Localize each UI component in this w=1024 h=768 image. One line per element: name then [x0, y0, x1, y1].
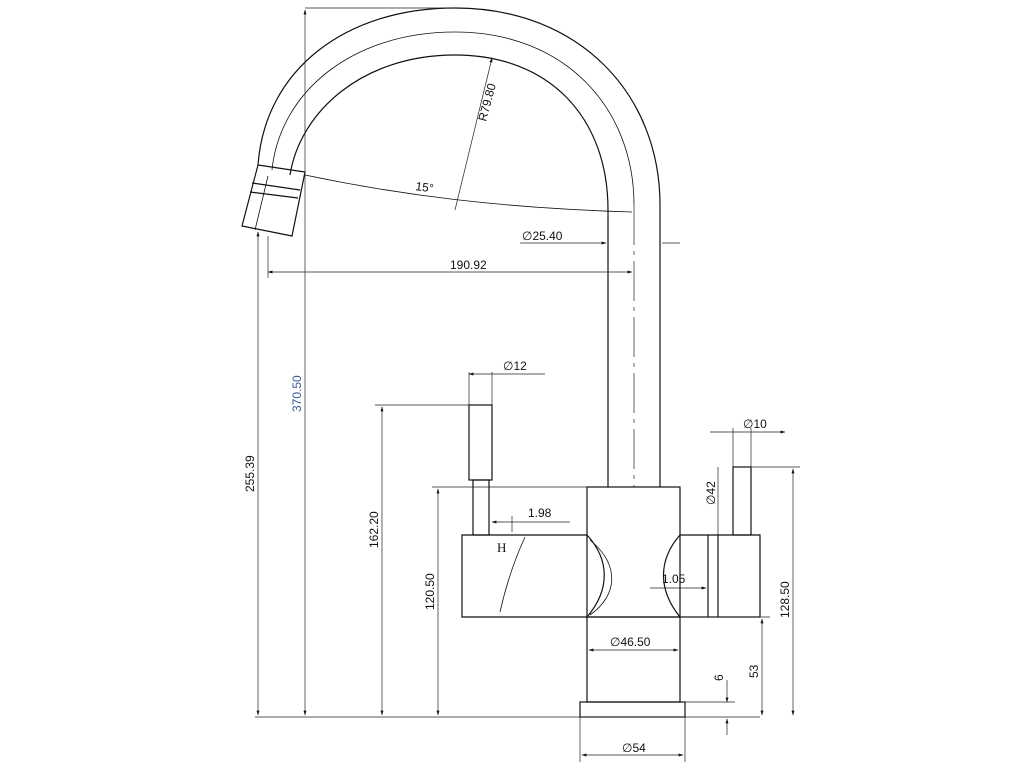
main-body: [586, 486, 681, 618]
dimension-lines: [255, 7, 800, 762]
label-body-height: 120.50: [423, 573, 437, 610]
lower-stem: [586, 616, 681, 703]
spout-head-seam: [254, 175, 269, 231]
label-stem-dia: ∅46.50: [610, 635, 651, 649]
label-gap-right: 1.05: [662, 572, 686, 586]
label-radius: R79.80: [475, 81, 499, 122]
label-angle: 15°: [415, 179, 435, 195]
label-base-dia: ∅54: [622, 741, 646, 755]
label-gap-left: 1.98: [528, 506, 552, 520]
label-outlet-height: 255.39: [243, 455, 257, 492]
left-body-groove: [589, 539, 613, 616]
angle-arc: [304, 174, 633, 213]
label-right-height: 128.50: [778, 581, 792, 618]
spout-head: [241, 164, 306, 237]
base-plate: [579, 701, 686, 718]
label-rhandle-dia: ∅10: [743, 417, 767, 431]
left-lever-body: [461, 534, 605, 618]
label-handle-h: H: [497, 540, 506, 555]
spout-head-band-2: [249, 191, 299, 199]
left-handle-top: [468, 404, 493, 481]
spout-inner-arc: [289, 54, 609, 211]
label-53: 53: [747, 664, 761, 678]
left-lever-curve: [499, 536, 526, 613]
faucet-outline: [241, 7, 761, 718]
right-handle-stem: [732, 466, 752, 536]
label-6: 6: [712, 674, 726, 681]
label-handle-height: 162.20: [367, 511, 381, 548]
spout-head-band-1: [251, 182, 301, 191]
spout-outer-arc: [257, 7, 661, 206]
dimension-labels: R79.80 15° ∅25.40 190.92 370.50 255.39 ∅…: [243, 81, 792, 755]
label-reach: 190.92: [450, 258, 487, 272]
label-total-height: 370.50: [290, 375, 304, 412]
label-rbody-dia: ∅42: [704, 481, 718, 505]
label-spout-dia: ∅25.40: [522, 229, 563, 243]
left-handle-stem: [472, 479, 490, 536]
label-handle-dia: ∅12: [503, 359, 527, 373]
dim-radius-leader: [454, 57, 493, 211]
spout-middle-arc: [271, 31, 635, 206]
